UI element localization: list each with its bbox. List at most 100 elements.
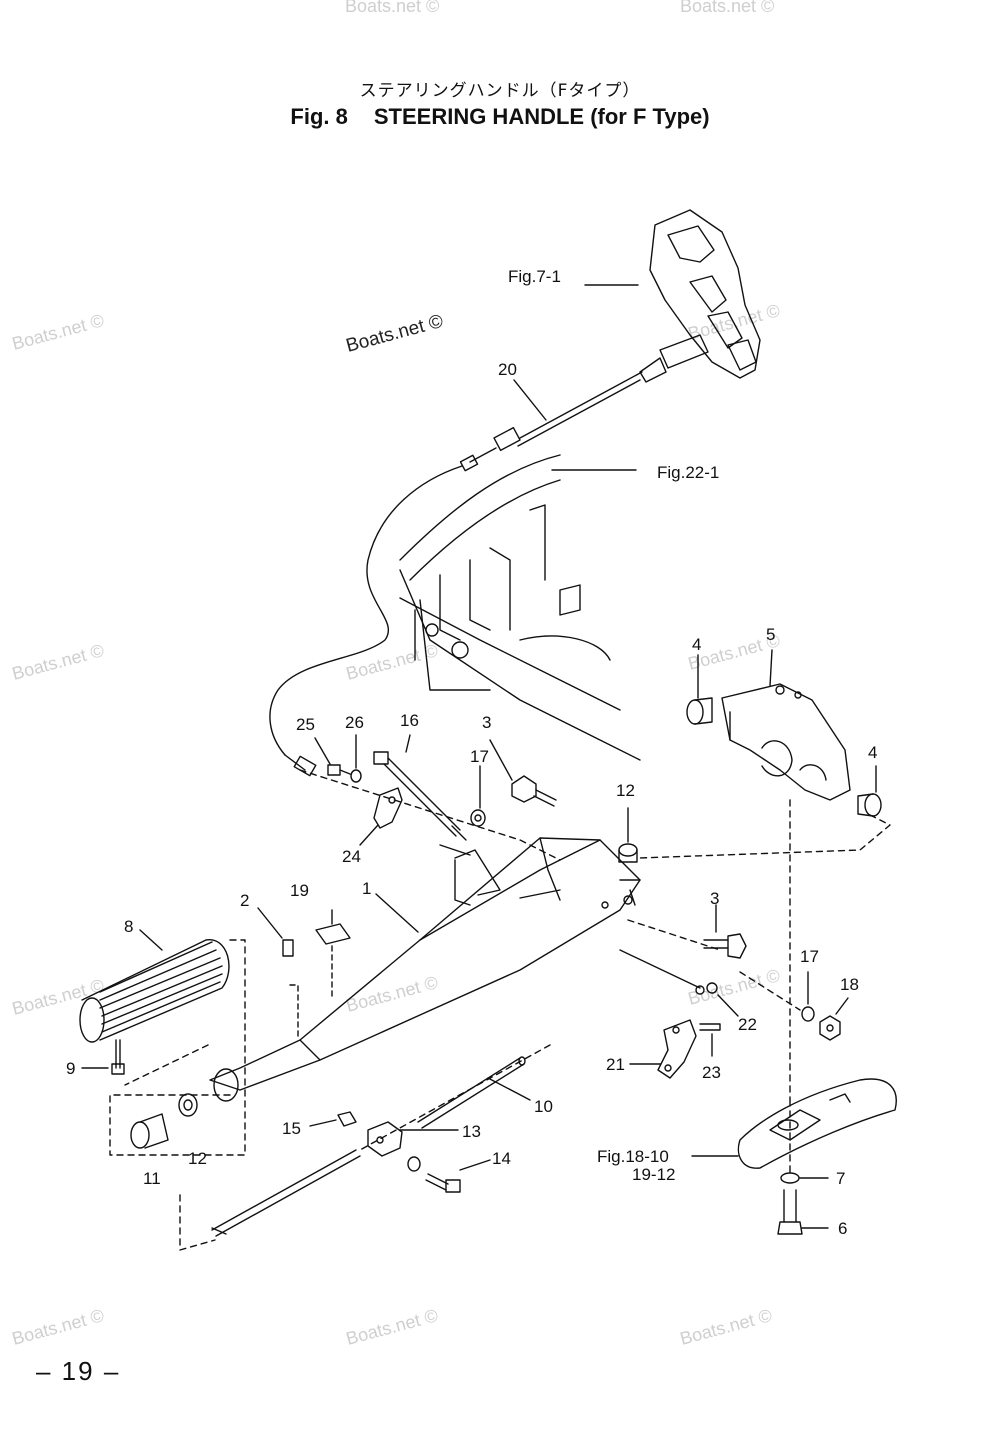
callout-5: 5 (766, 625, 775, 644)
bolt-3-top (511, 775, 557, 807)
tiller-bracket (721, 683, 851, 801)
callout-26: 26 (345, 713, 364, 732)
watermark: Boats.net © (344, 1305, 440, 1349)
throttle-cable (269, 371, 643, 777)
callout-25: 25 (296, 715, 315, 734)
figure-number: Fig. 8 (290, 104, 348, 129)
callout-7: 7 (836, 1169, 845, 1188)
figure-title-line: Fig. 8 STEERING HANDLE (for F Type) (0, 104, 1000, 130)
bolt-3-right (703, 933, 747, 959)
bushing-left (686, 697, 713, 725)
callout-leader (359, 824, 379, 846)
watermark: Boats.net © (10, 310, 106, 354)
watermark: Boats.net © (10, 975, 106, 1019)
callout-12: 12 (616, 781, 635, 800)
link-rod (619, 949, 718, 995)
nut-18 (819, 1015, 841, 1041)
bushing-12-right (618, 843, 638, 863)
callout-20: 20 (498, 360, 517, 379)
callout-2: 2 (240, 891, 249, 910)
washer-17-top (470, 809, 486, 827)
callout-18: 18 (840, 975, 859, 994)
watermark: Boats.net © (10, 1305, 106, 1349)
callout-1: 1 (362, 879, 371, 898)
callout-22: 22 (738, 1015, 757, 1034)
callout-leader (489, 739, 513, 781)
axis-line (299, 769, 561, 861)
throttle-link-bracket (657, 1019, 697, 1079)
watermark: Boats.net © (10, 640, 106, 684)
callout-21: 21 (606, 1055, 625, 1074)
watermark: Boats.net © (344, 972, 440, 1016)
callout-3: 3 (710, 889, 719, 908)
callout-leader (139, 929, 163, 951)
axis-line (289, 984, 299, 1041)
axis-line (179, 1194, 216, 1251)
axis-line (124, 1044, 209, 1086)
handle-grip (79, 939, 230, 1043)
callout-11: 11 (143, 1169, 161, 1188)
ref-label-fig19-12: 19-12 (632, 1165, 675, 1184)
axis-line (109, 939, 246, 1156)
swivel-bracket (737, 1078, 897, 1169)
callout-4: 4 (692, 635, 701, 654)
axis-line (627, 919, 721, 951)
washer-17-right (801, 1006, 815, 1022)
ref-label-fig18-10: Fig.18-10 (597, 1147, 669, 1166)
caution-label (315, 923, 351, 945)
washer-12-left (178, 1093, 198, 1117)
callout-16: 16 (400, 711, 419, 730)
callout-leader (513, 379, 547, 421)
callout-9: 9 (66, 1059, 75, 1078)
callout-leader (405, 734, 411, 753)
bolt-6 (777, 1189, 803, 1235)
bushing-right (857, 793, 882, 817)
figure-title: STEERING HANDLE (for F Type) (373, 104, 710, 129)
japanese-title: ステアリングハンドル（Fタイプ） (359, 81, 641, 101)
shaft-coupler (367, 1121, 403, 1157)
callout-3: 3 (482, 713, 491, 732)
callout-labels: Fig.7-1 Fig.22-1 Fig.18-10 19-12 20 4 5 … (66, 267, 877, 1238)
page-number: – 19 – (36, 1356, 121, 1386)
watermark: Boats.net © (686, 965, 782, 1009)
throttle-grip-assembly (639, 209, 761, 383)
callout-4: 4 (868, 743, 877, 762)
throttle-rod (211, 1149, 361, 1237)
callout-24: 24 (342, 847, 361, 866)
bolt-16 (373, 751, 467, 841)
callout-12: 12 (188, 1149, 207, 1168)
callout-6: 6 (838, 1219, 847, 1238)
callout-leader (309, 1119, 337, 1127)
grip-screw (111, 1039, 125, 1075)
callout-leader (459, 1159, 491, 1171)
callout-19: 19 (290, 881, 309, 900)
watermark: Boats.net © (678, 1305, 774, 1349)
callout-8: 8 (124, 917, 133, 936)
callout-leader (717, 994, 739, 1017)
callout-14: 14 (492, 1149, 511, 1168)
callout-17: 17 (470, 747, 489, 766)
axis-line (739, 971, 801, 1011)
set-screw (282, 939, 294, 957)
bolt-14 (407, 1156, 461, 1193)
axis-line (359, 1044, 551, 1151)
callout-leader (375, 893, 419, 933)
callout-leader (314, 737, 331, 765)
callout-13: 13 (462, 1122, 481, 1141)
ref-label-fig22-1: Fig.22-1 (657, 463, 719, 482)
throttle-collar (130, 1113, 169, 1149)
ref-label-fig7-1: Fig.7-1 (508, 267, 561, 286)
callout-10: 10 (534, 1097, 553, 1116)
watermark: Boats.net © (345, 0, 439, 16)
axis-line (639, 814, 891, 859)
bolt-25 (327, 764, 351, 776)
tiller-arm (209, 837, 641, 1102)
watermark: Boats.net © (680, 0, 774, 16)
throttle-shaft (417, 1056, 526, 1129)
callout-15: 15 (282, 1119, 301, 1138)
callout-leader (257, 907, 283, 939)
callout-leader (769, 649, 773, 687)
callout-leader (487, 1077, 531, 1101)
